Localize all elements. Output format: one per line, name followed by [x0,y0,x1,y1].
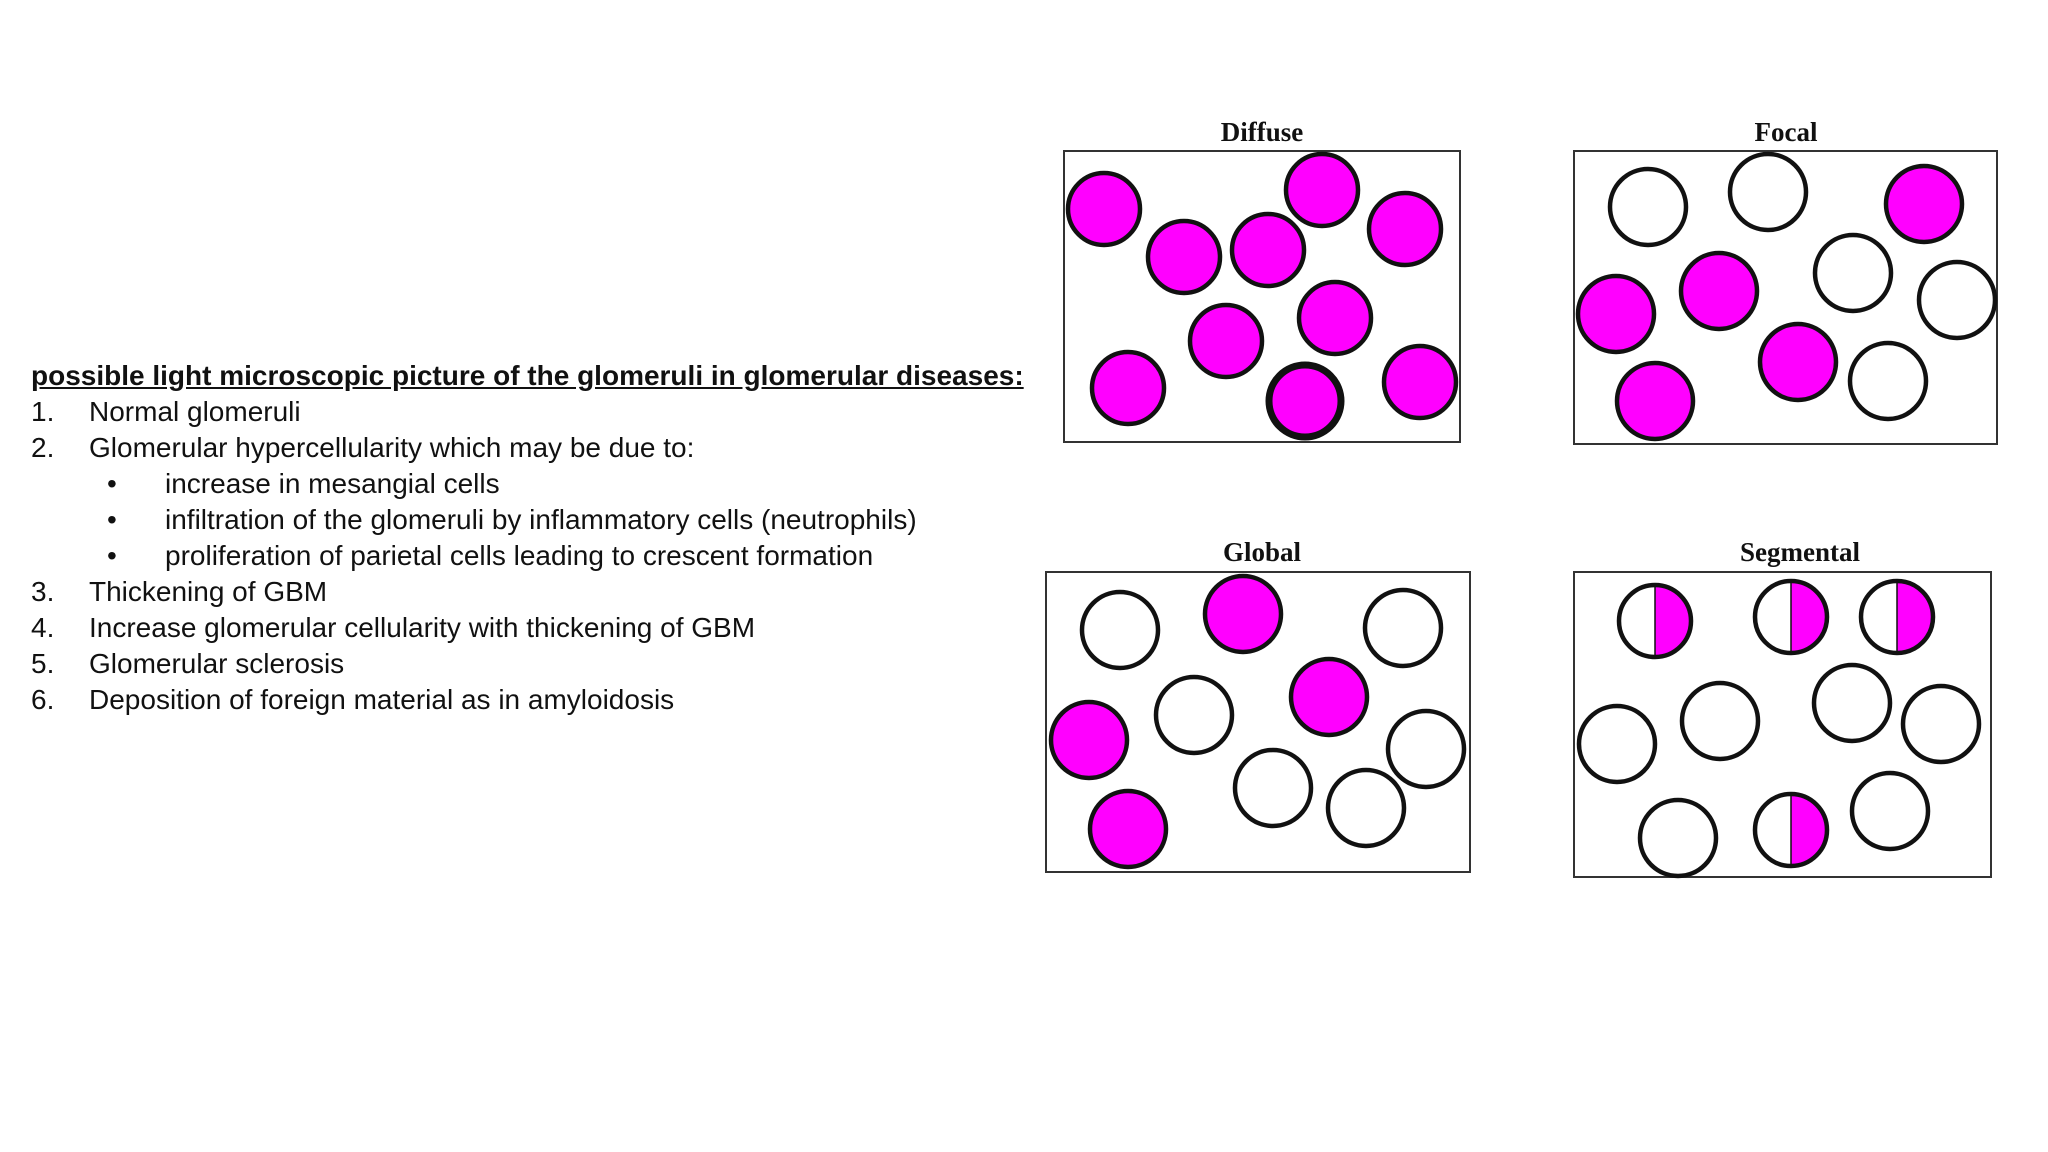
glomerulus-full [1089,349,1167,427]
list-item-number: 1. [31,396,55,427]
list-item-6: 6. Deposition of foreign material as in … [31,682,1021,718]
glomerulus-empty [1325,767,1407,849]
glomerulus-empty [1362,587,1444,669]
list-item-label: Glomerular sclerosis [89,648,345,679]
list-item-4: 4. Increase glomerular cellularity with … [31,610,1021,646]
glomerulus-full [1381,343,1459,421]
glomerulus-empty [1385,708,1467,790]
glomerulus-full [1265,361,1345,441]
glomerulus-full [1145,218,1223,296]
list-item-label: Normal glomeruli [89,396,301,427]
glomerulus-full [1614,360,1696,442]
glomerulus-empty [1812,232,1894,314]
glomerulus-full [1048,699,1130,781]
glomerulus-full [1202,573,1284,655]
list-item-number: 5. [31,648,55,679]
glomerulus-full [1229,211,1307,289]
list-item-number: 3. [31,576,55,607]
glomerulus-full [1575,273,1657,355]
sub-item-label: proliferation of parietal cells leading … [165,540,874,571]
glomerulus-empty [1607,166,1689,248]
glomerulus-full [1087,788,1169,870]
glomerulus-empty [1847,340,1929,422]
glomerulus-empty [1079,589,1161,671]
sub-item-label: increase in mesangial cells [165,468,500,499]
glomerulus-empty [1576,703,1658,785]
glomerulus-empty [1916,259,1998,341]
panel-global: Global [1045,537,1471,873]
sub-item-1: • increase in mesangial cells [31,466,1021,502]
glomerulus-full [1883,163,1965,245]
glomerulus-empty [1727,151,1809,233]
glomerulus-full [1757,321,1839,403]
glomerulus-empty [1849,770,1931,852]
text-block: possible light microscopic picture of th… [31,358,1024,718]
sub-item-3: • proliferation of parietal cells leadin… [31,538,1021,574]
list-item-number: 2. [31,432,55,463]
glomerulus-empty [1679,680,1761,762]
list-item-label: Deposition of foreign material as in amy… [89,684,675,715]
list-item-number: 4. [31,612,55,643]
glomerulus-empty [1153,674,1235,756]
glomerulus-full [1366,190,1444,268]
glomerulus-full [1065,170,1143,248]
bullet-icon: • [107,468,117,499]
list-item-label: Glomerular hypercellularity which may be… [89,432,695,463]
glomerulus-full [1288,656,1370,738]
list-item-5: 5. Glomerular sclerosis [31,646,1021,682]
bullet-icon: • [107,504,117,535]
bullet-icon: • [107,540,117,571]
list-heading: possible light microscopic picture of th… [31,360,1024,391]
glomerulus-full [1296,279,1374,357]
glomerulus-half [1616,582,1694,660]
panel-diffuse: Diffuse [1063,117,1461,443]
glomerulus-empty [1232,747,1314,829]
panel-segmental: Segmental [1573,537,1992,879]
panel-focal: Focal [1573,117,1998,445]
sub-item-2: • infiltration of the glomeruli by infla… [31,502,1021,538]
list-item-label: Increase glomerular cellularity with thi… [89,612,756,643]
panel-title-focal: Focal [1755,117,1818,147]
glomerulus-empty [1900,683,1982,765]
panel-title-global: Global [1223,537,1302,567]
glomerulus-full [1187,302,1265,380]
list-item-2: 2. Glomerular hypercellularity which may… [31,430,1021,466]
list-item-1: 1. Normal glomeruli [31,394,1021,430]
list-item-number: 6. [31,684,55,715]
glomerulus-half [1752,578,1830,656]
glomerulus-empty [1637,797,1719,879]
sub-item-label: infiltration of the glomeruli by inflamm… [165,504,917,535]
glomerulus-full [1678,250,1760,332]
glomerulus-empty [1811,662,1893,744]
glomerulus-full [1283,151,1361,229]
panel-title-segmental: Segmental [1740,537,1860,567]
panel-title-diffuse: Diffuse [1221,117,1304,147]
list-item-3: 3. Thickening of GBM [31,574,1021,610]
glomerulus-half [1752,791,1830,869]
glomerulus-half [1858,578,1936,656]
list-item-label: Thickening of GBM [89,576,328,607]
